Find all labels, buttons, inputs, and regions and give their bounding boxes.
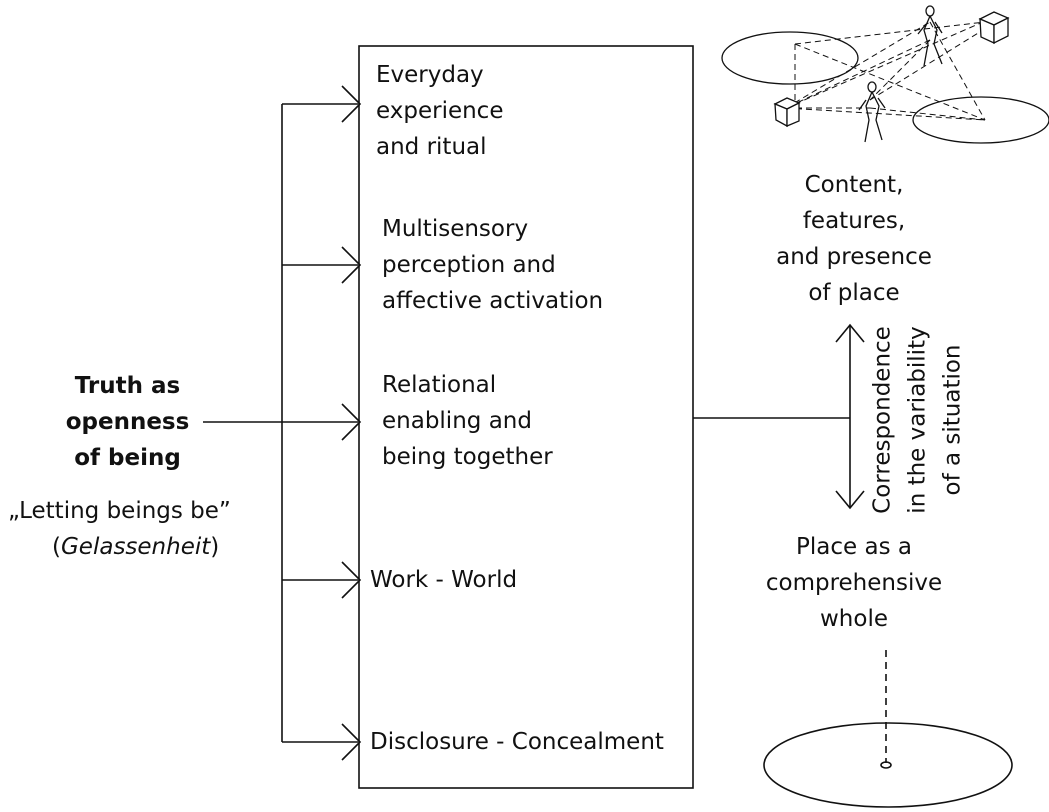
cube-icon (978, 11, 1010, 45)
place-center-dot (880, 761, 892, 769)
aspect-disclosure-concealment: Disclosure - Concealment (370, 729, 664, 755)
place-content-label: Content, features, and presence of place (776, 172, 932, 306)
cube-icon (773, 97, 801, 128)
double-arrow-top-head (835, 323, 865, 343)
arrowhead-4 (341, 561, 362, 599)
gelassenheit-term: (Gelassenheit) (52, 534, 220, 560)
central-box (358, 45, 694, 789)
aspect-relational-enabling: Relational enabling and being together (382, 372, 553, 470)
arrowhead-2 (341, 246, 362, 284)
title-line: openness (65, 409, 190, 435)
aspect-everyday-experience: Everyday experience and ritual (376, 62, 504, 160)
double-arrow-bottom-head (835, 490, 865, 510)
place-sketch-illustration (721, 5, 1049, 144)
sketch-dashed-connections (785, 21, 986, 121)
title-line: of being (74, 445, 181, 471)
place-ground-ellipse (763, 722, 1013, 808)
arrowhead-1 (341, 85, 362, 123)
quote-text: „Letting beings be” (8, 498, 231, 524)
central-concept-title: Truth as openness of being (45, 368, 210, 476)
arrowhead-3 (341, 403, 362, 441)
title-line: Truth as (74, 373, 181, 399)
sketch-ellipse-left (721, 31, 859, 85)
aspect-multisensory-perception: Multisensory perception and affective ac… (382, 216, 604, 314)
person-figure-icon (858, 81, 886, 143)
aspect-work-world: Work - World (370, 567, 518, 593)
person-figure-icon (917, 5, 943, 67)
place-whole-label: Place as a comprehensive whole (765, 534, 943, 632)
arrowhead-5 (341, 723, 362, 761)
sketch-ellipse-right (912, 96, 1049, 144)
